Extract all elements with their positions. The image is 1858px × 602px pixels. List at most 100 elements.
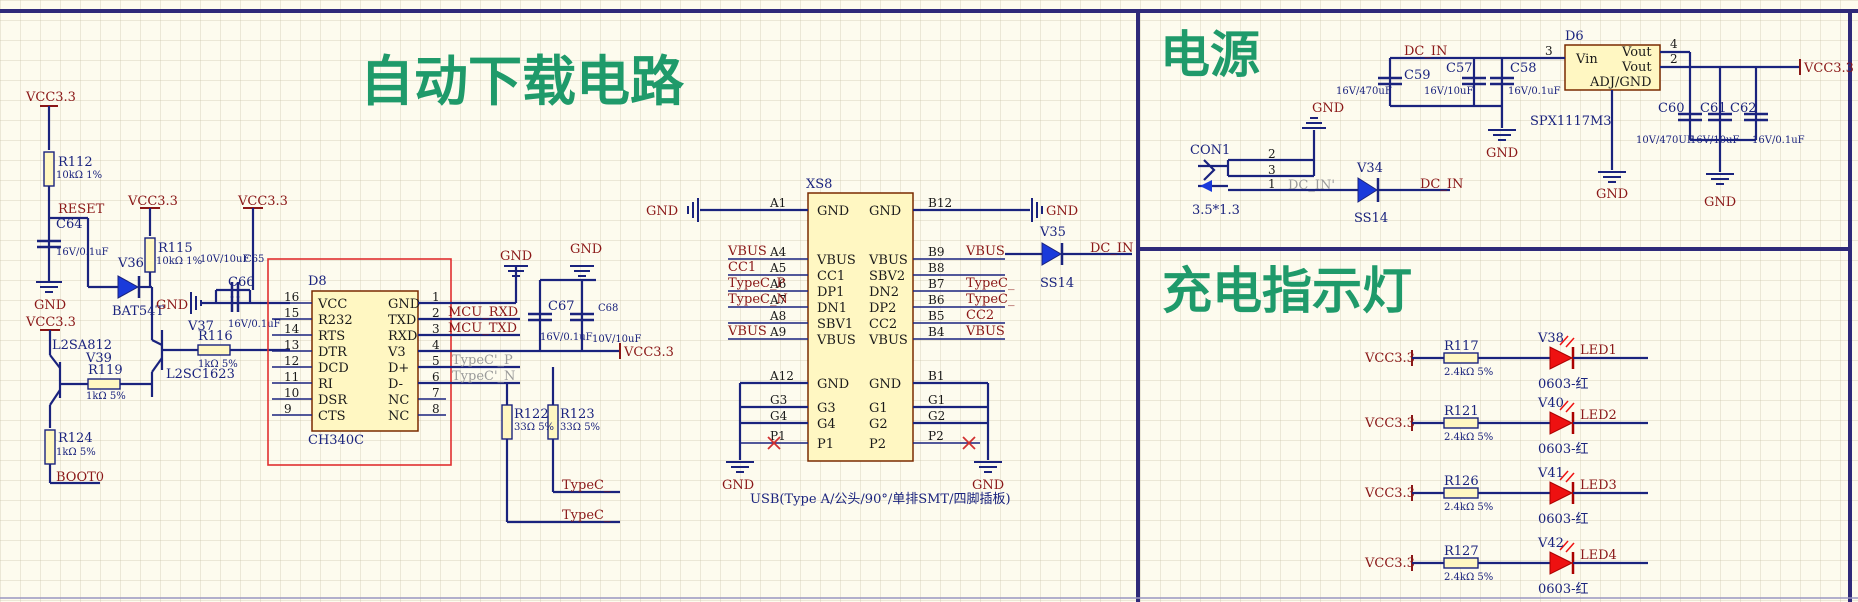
led-resistor-value: 2.4kΩ 5% [1444,502,1493,513]
usb-pin-name-left: G3 [817,401,836,416]
usb-pin-name-left: GND [817,204,849,219]
net-label-typec-n: TypeC'_N [452,369,515,384]
gnd-label-d6: GND [1596,187,1628,202]
d6-ref: D6 [1565,29,1584,44]
usb-left-net-vbus-1: VBUS [727,244,767,259]
d8-pin-number: 15 [284,306,299,320]
usb-right-net-vbus-1: VBUS [965,244,1005,259]
net-label-dc-in2: DC_IN' [1288,178,1335,193]
gnd-label-c64: GND [34,298,66,313]
d8-pin-number: 7 [432,386,440,400]
usb-pin-name-left: CC1 [817,269,845,284]
d8-pin-name: TXD [388,313,416,328]
c65-ref: C65 [244,254,264,265]
led-ref: V41 [1537,466,1564,481]
led-power-label: VCC3.3 [1364,416,1415,431]
gnd-symbol [36,281,62,293]
c58-value: 16V/0.1uF [1508,86,1561,97]
c68-value: 10V/10uF [592,334,641,345]
usb-pin-number-left: A12 [769,369,794,383]
led-part: 0603-红 [1538,511,1588,527]
gnd-label-usb-bottom-right: GND [972,478,1004,493]
gnd-label-usb-right: GND [1046,204,1078,219]
led-resistor-ref: R117 [1444,339,1479,354]
d8-pin-number: 16 [284,290,299,304]
v37-ref: V37 [187,319,214,334]
usb-pin-number-left: G3 [770,393,787,407]
c60-ref: C60 [1658,101,1685,116]
r123-value: 33Ω 5% [560,422,600,433]
gnd-label-usb-bottom-left: GND [722,478,754,493]
d8-pin-name: DSR [318,393,348,408]
usb-pin-number-left: P1 [770,429,786,443]
usb-pin-number-right: B7 [928,277,944,291]
power-label-vcc-v3: VCC3.3 [623,345,674,360]
c62-ref: C62 [1730,101,1757,116]
power-label-vcc-r115: VCC3.3 [127,194,178,209]
ic-xs8-usb [807,192,914,462]
v36-ref: V36 [117,256,144,271]
d8-part: CH340C [308,433,364,448]
d8-pin-name: NC [388,409,409,424]
led-ref: V38 [1537,331,1564,346]
usb-pin-number-right: B1 [928,369,944,383]
led-ray [1559,470,1569,481]
led-part: 0603-红 [1538,376,1588,392]
d8-pin-name: D- [388,377,403,392]
led-resistor-ref: R126 [1444,474,1479,489]
r119-value: 1kΩ 5% [86,391,126,402]
d6-pin-num-3: 3 [1545,44,1553,58]
v39-ref: V39 [85,351,112,366]
usb-pin-name-right: CC2 [869,317,897,332]
led-diode [1549,551,1574,575]
led-ref: V42 [1537,536,1564,551]
diode-v36 [117,275,140,299]
usb-pin-number-right: B9 [928,245,944,259]
c61-value: 16V/10uF [1690,135,1739,146]
d8-pin-name: D+ [388,361,409,376]
usb-pin-number-right: B12 [928,196,952,210]
d6-part: SPX1117M3 [1530,114,1612,129]
r116-ref: R116 [198,329,233,344]
section-title-charge-indicator: 充电指示灯 [1162,262,1412,320]
usb-pin-number-right: B4 [928,325,945,339]
led-diode [1549,481,1574,505]
v34-ref: V34 [1356,161,1383,176]
usb-pin-name-left: GND [817,377,849,392]
xs8-ref: XS8 [806,177,832,192]
r124-value: 1kΩ 5% [56,447,96,458]
xs8-desc: USB(Type A/公头/90°/单排SMT/四脚插板) [750,491,1011,507]
net-label-mcu-rxd: MCU_RXD [448,305,518,320]
d8-pin-number: 13 [284,338,299,352]
d8-pin-name: VCC [317,297,347,312]
led-power-label: VCC3.3 [1364,351,1415,366]
diode-v34 [1357,177,1378,203]
c62-value: 16V/0.1uF [1752,135,1805,146]
con1-pin-2: 2 [1268,147,1276,161]
led-net-label: LED3 [1580,478,1617,493]
c58-ref: C58 [1510,61,1537,76]
resistor-r124 [44,429,56,465]
d8-pin-number: 8 [432,402,440,416]
v35-part: SS14 [1040,276,1074,291]
net-label-boot0: BOOT0 [56,470,104,485]
gnd-label-usb-left: GND [646,204,678,219]
c57-ref: C57 [1446,61,1473,76]
usb-pin-name-right: VBUS [868,333,908,348]
con1-pin-3: 3 [1268,163,1276,177]
net-label-dc-in-power: DC_IN [1404,44,1447,59]
c59-value: 16V/470uF [1336,86,1392,97]
led-diode [1549,411,1574,435]
v34-part: SS14 [1354,211,1388,226]
usb-pin-name-left: VBUS [816,253,856,268]
d6-pin-vout-2: Vout [1621,60,1652,75]
net-label-dc-in-usb: DC_IN [1090,241,1133,256]
section-title-power: 电源 [1160,26,1260,84]
section-title-auto-download: 自动下载电路 [360,50,685,113]
gnd-label-input-caps: GND [1486,146,1518,161]
d8-pin-number: 4 [432,338,440,352]
